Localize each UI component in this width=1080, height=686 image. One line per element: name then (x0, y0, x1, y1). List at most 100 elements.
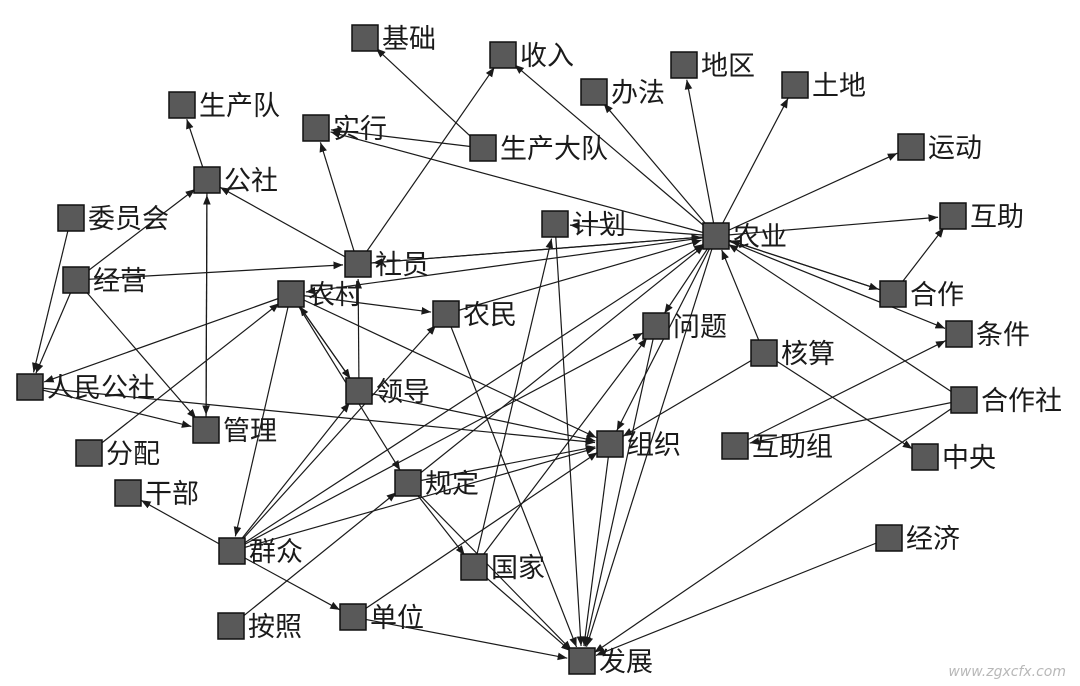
node-label: 运动 (928, 133, 982, 164)
node-zuzhi: 组织 (596, 430, 681, 461)
node-renmingongshe: 人民公社 (16, 373, 155, 404)
node-label: 单位 (370, 603, 424, 634)
edge-jingying-to-gongshe (75, 188, 196, 281)
edge-guiding-to-nongye (407, 244, 705, 484)
node-box (670, 51, 698, 79)
node-nongye: 农业 (702, 222, 787, 253)
edge-guojia-to-wenti (473, 337, 648, 568)
node-box (339, 603, 367, 631)
node-shengchandui: 生产队 (168, 91, 280, 122)
node-label: 土地 (812, 71, 866, 102)
edge-nongcun-to-nongmin (290, 293, 432, 315)
node-box (192, 416, 220, 444)
node-shengchandadui: 生产大队 (469, 134, 608, 165)
node-box (781, 71, 809, 99)
node-box (75, 439, 103, 467)
node-fazhan: 发展 (568, 647, 653, 678)
edge-weiyuanhui-to-renmingongshe (32, 217, 72, 373)
edge-nongye-to-diqu (684, 79, 717, 237)
edge-nongye-to-shouru (514, 64, 717, 237)
node-nongmin: 农民 (432, 300, 517, 331)
edge-hezuoshe-to-fazhan (594, 399, 965, 654)
node-box (702, 222, 730, 250)
node-label: 国家 (491, 553, 545, 584)
node-box (62, 266, 90, 294)
edge-nongmin-to-nongye (445, 239, 702, 315)
edge-qunzhong-to-wenti (231, 332, 644, 552)
node-label: 互助 (970, 202, 1024, 233)
node-label: 生产队 (199, 91, 280, 122)
edge-qunzhong-to-danwei (231, 550, 341, 611)
edge-qunzhong-to-ganbu (140, 499, 233, 552)
node-shouru: 收入 (489, 41, 574, 72)
edge-jingji-to-fazhan (595, 537, 890, 656)
node-label: 社员 (375, 250, 429, 281)
node-label: 规定 (425, 469, 479, 500)
node-box (897, 133, 925, 161)
edge-guiding-to-fazhan (407, 482, 572, 651)
node-label: 互助组 (752, 432, 833, 463)
node-label: 合作 (910, 280, 964, 311)
edge-nongcun-to-zuzhi (290, 293, 597, 439)
edge-qunzhong-to-lingdao (231, 402, 351, 552)
node-box (57, 204, 85, 232)
node-label: 地区 (701, 51, 755, 82)
edge-sheyuan-to-shixing (319, 142, 359, 265)
edge-nongye-to-fazhan (585, 235, 717, 647)
edge-hezuoshe-to-huzhuzu (749, 399, 965, 445)
node-hesuan: 核算 (750, 339, 835, 370)
node-box (217, 612, 245, 640)
edge-anzhao-to-guiding (230, 491, 397, 627)
edge-jingying-to-sheyuan (75, 261, 344, 281)
node-label: 实行 (333, 114, 387, 145)
edge-lingdao-to-sheyuan (354, 278, 363, 392)
node-box (16, 373, 44, 401)
node-box (939, 202, 967, 230)
node-label: 公社 (224, 166, 278, 197)
node-label: 农业 (733, 222, 787, 253)
node-box (911, 443, 939, 471)
node-label: 干部 (145, 479, 199, 510)
node-label: 核算 (781, 339, 835, 370)
node-box (302, 114, 330, 142)
edge-jingying-to-renmingongshe (35, 279, 77, 374)
watermark: www.zgxcfx.com (948, 664, 1066, 680)
edge-hesuan-to-nongye (721, 249, 765, 354)
node-box (879, 280, 907, 308)
edge-qunzhong-to-nongmin (231, 324, 437, 552)
node-box (489, 41, 517, 69)
node-label: 发展 (599, 647, 653, 678)
node-box (344, 250, 372, 278)
edge-nongye-to-tudi (715, 98, 789, 237)
edge-nongye-to-nongcun (305, 235, 717, 295)
node-zhongyang: 中央 (911, 443, 996, 474)
node-label: 办法 (611, 78, 665, 109)
node-jichu: 基础 (351, 24, 436, 55)
node-guojia: 国家 (460, 553, 545, 584)
node-label: 群众 (249, 537, 303, 568)
node-gongshe: 公社 (193, 166, 278, 197)
edge-fenpei-to-nongcun (88, 302, 280, 454)
node-wenti: 问题 (642, 312, 727, 343)
edge-shengchandadui-to-shixing (330, 127, 484, 149)
node-box (193, 166, 221, 194)
edge-hesuan-to-zuzhi (622, 352, 765, 437)
node-shixing: 实行 (302, 114, 387, 145)
node-guanli: 管理 (192, 416, 277, 447)
node-fenpei: 分配 (75, 439, 160, 470)
edge-nongye-to-sheyuan (372, 235, 717, 266)
edge-hesuan-to-zhongyang (763, 352, 913, 450)
edge-gongshe-to-guanli (202, 179, 210, 416)
node-guiding: 规定 (394, 469, 479, 500)
node-box (750, 339, 778, 367)
node-label: 中央 (942, 443, 996, 474)
node-box (945, 320, 973, 348)
edge-nongye-to-huzhu (715, 214, 939, 237)
node-label: 分配 (106, 439, 160, 470)
edge-nongye-to-banfa (603, 103, 717, 237)
node-hezuo: 合作 (879, 280, 964, 311)
node-anzhao: 按照 (217, 612, 302, 643)
node-box (394, 469, 422, 497)
node-box (114, 479, 142, 507)
